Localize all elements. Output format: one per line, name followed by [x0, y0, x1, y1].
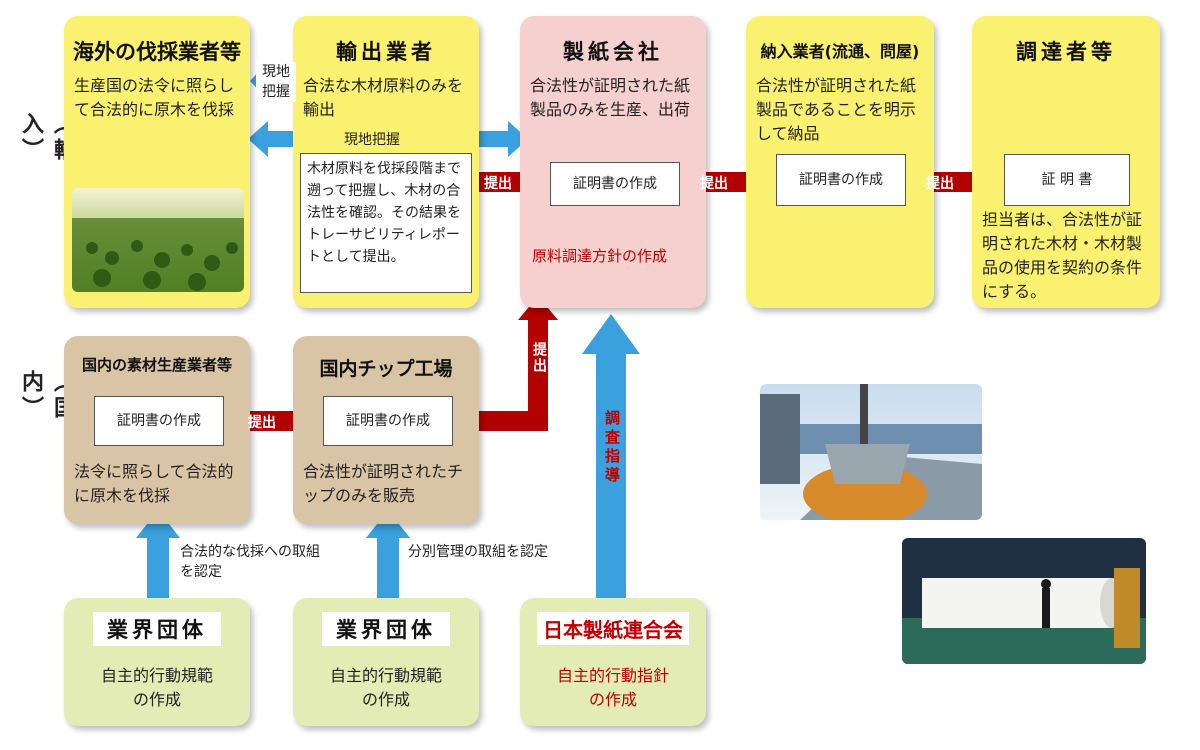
blue-arrow-certify2: [366, 510, 410, 598]
investigate-label: 調査指導: [603, 410, 621, 486]
domestic-producer-text: 法令に照らして合法的に原木を伐採: [74, 462, 234, 505]
paper-roll-photo: [902, 538, 1146, 664]
submit-label-chip: 提出: [531, 342, 547, 374]
domestic-producer-title: 国内の素材生産業者等: [81, 356, 232, 374]
genchi-long-label: 現地把握: [344, 132, 400, 148]
industry-group-box-1: 業界団体 自主的行動規範の作成: [64, 598, 250, 726]
procurer-text: 担当者は、合法性が証明された木材・木材製品の使用を契約の条件にする。: [982, 210, 1143, 301]
paper-company-title: 製紙会社: [563, 40, 663, 64]
chip-factory-title: 国内チップ工場: [319, 358, 453, 380]
paper-company-policy: 原料調達方針の作成: [532, 247, 668, 265]
forest-photo: [72, 188, 244, 292]
industry-group-2-title: 業界団体: [293, 612, 479, 646]
genchi-small-label: 現地把握: [256, 62, 296, 102]
exporter-note: 木材原料を伐採段階まで遡って把握し、木材の合法性を確認。その結果をトレーサビリテ…: [300, 153, 472, 293]
domestic-producer-box: 国内の素材生産業者等 証明書の作成 法令に照らして合法的に原木を伐採: [64, 336, 250, 524]
certify1-label: 合法的な伐採への取組を認定: [180, 544, 320, 580]
supplier-cert: 証明書の作成: [776, 154, 906, 206]
exporter-text: 合法な木材原料のみを輸出: [303, 76, 464, 119]
supplier-box: 納入業者(流通、問屋) 合法性が証明された紙製品であることを明示して納品 証明書…: [746, 16, 934, 308]
overseas-logger-title: 海外の伐採業者等: [73, 40, 241, 64]
submit-label-domestic: 提出: [248, 415, 276, 431]
submit-label-paper: 提出: [700, 176, 728, 192]
certify2-label: 分別管理の取組を認定: [408, 544, 548, 560]
domestic-producer-cert: 証明書の作成: [94, 396, 224, 446]
industry-group-1-title: 業界団体: [64, 612, 250, 646]
procurer-box: 調達者等 証 明 書 担当者は、合法性が証明された木材・木材製品の使用を契約の条…: [972, 16, 1160, 308]
chip-factory-cert: 証明書の作成: [323, 396, 453, 446]
submit-label-exporter: 提出: [484, 176, 512, 192]
industry-group-2-text: 自主的行動規範の作成: [329, 666, 442, 709]
submit-label-supplier: 提出: [926, 176, 954, 192]
overseas-logger-text: 生産国の法令に照らして合法的に原木を伐採: [74, 76, 235, 119]
overseas-logger-box: 海外の伐採業者等 生産国の法令に照らして合法的に原木を伐採: [64, 16, 250, 308]
jpa-box: 日本製紙連合会 自主的行動指針の作成: [520, 598, 706, 726]
chip-factory-text: 合法性が証明されたチップのみを販売: [303, 462, 464, 505]
paper-company-box: 製紙会社 合法性が証明された紙製品のみを生産、出荷 証明書の作成 原料調達方針の…: [520, 16, 706, 308]
chip-factory-box: 国内チップ工場 証明書の作成 合法性が証明されたチップのみを販売: [293, 336, 479, 524]
supplier-title: 納入業者(流通、問屋): [760, 42, 920, 61]
blue-arrow-certify1: [136, 510, 180, 598]
procurer-title: 調達者等: [1016, 40, 1116, 64]
procurer-cert: 証 明 書: [1004, 154, 1130, 206]
blue-arrow-investigate: [582, 314, 640, 598]
exporter-title: 輸出業者: [336, 40, 436, 64]
crane-unloading-photo: [760, 384, 982, 520]
industry-group-1-text: 自主的行動規範の作成: [100, 666, 213, 709]
jpa-title: 日本製紙連合会: [520, 612, 706, 645]
industry-group-box-2: 業界団体 自主的行動規範の作成: [293, 598, 479, 726]
supplier-text: 合法性が証明された紙製品であることを明示して納品: [756, 76, 917, 143]
exporter-box: 輸出業者 合法な木材原料のみを輸出 木材原料を伐採段階まで遡って把握し、木材の合…: [293, 16, 479, 308]
jpa-text: 自主的行動指針の作成: [556, 666, 669, 709]
paper-company-text: 合法性が証明された紙製品のみを生産、出荷: [530, 76, 691, 119]
paper-company-cert: 証明書の作成: [550, 162, 680, 206]
